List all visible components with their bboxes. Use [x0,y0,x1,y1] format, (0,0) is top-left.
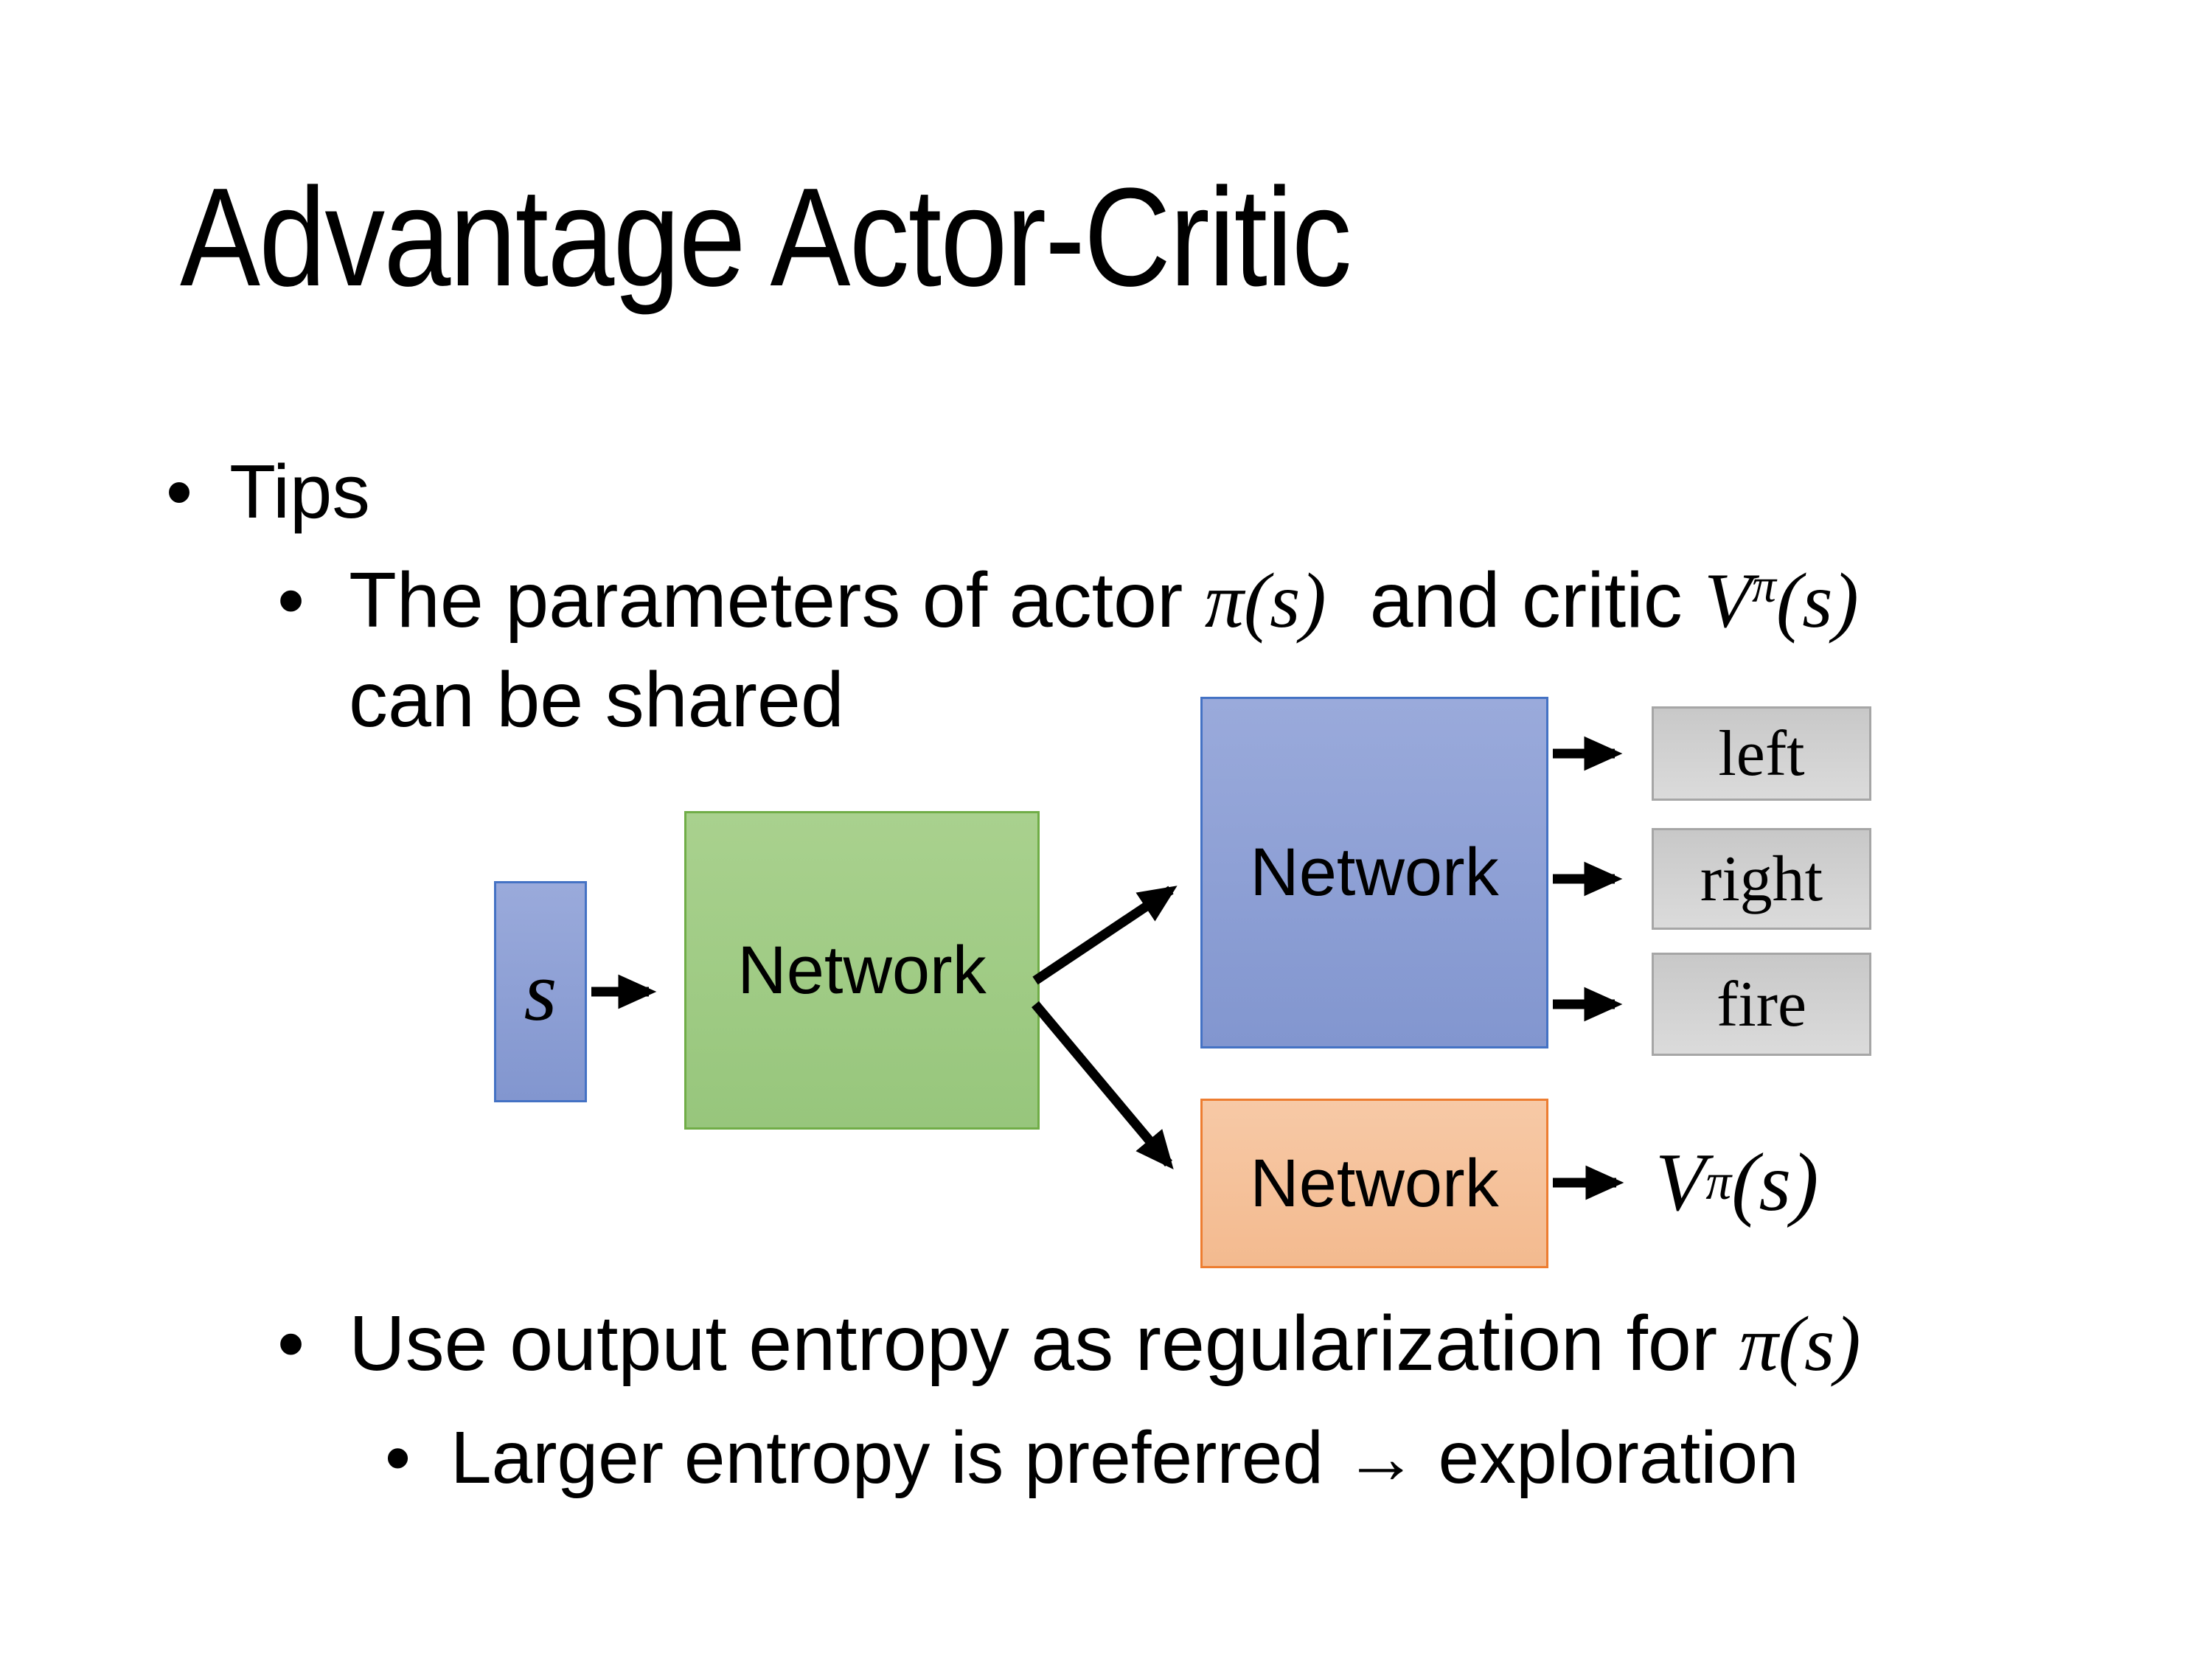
bullet-tips: • Tips [166,445,370,540]
bullet-entropy-sub-label: Larger entropy is preferred → exploratio… [451,1416,1799,1499]
value-v-sup: π [1705,1154,1732,1211]
state-box: s [494,881,587,1102]
critic-network-label: Network [1250,1145,1499,1221]
bullet-parameters-line2: can be shared [349,656,844,743]
math-v: V [1704,557,1752,644]
arrow-shared-to-critic [1032,1001,1174,1169]
actor-network-box: Network [1200,697,1548,1048]
bullet-entropy-sub: • Larger entropy is preferred → explorati… [385,1412,1799,1504]
action-box-fire: fire [1652,953,1871,1056]
bullet-parameters-text: The parameters of actor π(s) and critic … [349,557,1859,644]
action-label-right: right [1700,843,1823,915]
bullet-parameters: • The parameters of actor π(s) and critic… [277,552,1859,650]
action-box-left: left [1652,706,1871,801]
critic-network-box: Network [1200,1099,1548,1268]
action-box-right: right [1652,828,1871,930]
math-pi-s: π(s) [1204,557,1326,644]
bullet-icon: • [277,557,305,644]
shared-network-box: Network [684,811,1040,1130]
shared-network-label: Network [737,932,987,1008]
action-label-fire: fire [1716,968,1807,1040]
value-v: V [1655,1136,1706,1228]
value-v-args: (s) [1731,1136,1819,1228]
page-title: Advantage Actor-Critic [180,159,1352,316]
action-label-left: left [1718,717,1805,790]
math-v-args: (s) [1775,557,1859,644]
state-label: s [524,945,557,1038]
bullet-icon: • [385,1416,411,1499]
bullet-icon: • [166,449,193,534]
math-pi-s: π(s) [1739,1301,1861,1387]
bullet-entropy-text: Use output entropy as regularization for… [349,1300,1861,1387]
arrow-shared-to-actor [1032,886,1178,985]
actor-network-label: Network [1250,835,1499,910]
bullet-icon: • [277,1300,305,1387]
bullet-entropy: • Use output entropy as regularization fo… [277,1295,1861,1394]
bullet-tips-label: Tips [229,449,370,534]
math-v-sup: π [1751,558,1776,613]
